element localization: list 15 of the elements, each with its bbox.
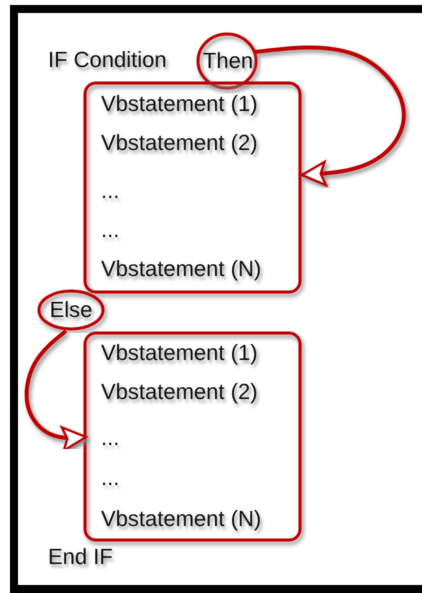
keyword: Else [50,297,92,323]
statement-text: ... [101,465,120,491]
statement-text: ... [101,425,120,451]
statement-text: Vbstatement (1) [101,340,258,366]
code-keyword: End IF [48,544,113,570]
code-keyword: IF Condition [48,47,167,73]
statement-text: Vbstatement (1) [101,91,258,117]
statement-text: Vbstatement (2) [101,379,258,405]
keyword: Then [202,48,254,74]
statement-text: Vbstatement (N) [101,256,262,282]
curved-arrow [254,45,406,186]
statement-text: Vbstatement (2) [101,130,258,156]
statement-text: Vbstatement (N) [101,506,262,532]
statement-text: ... [101,217,120,243]
statement-text: ... [101,178,120,204]
